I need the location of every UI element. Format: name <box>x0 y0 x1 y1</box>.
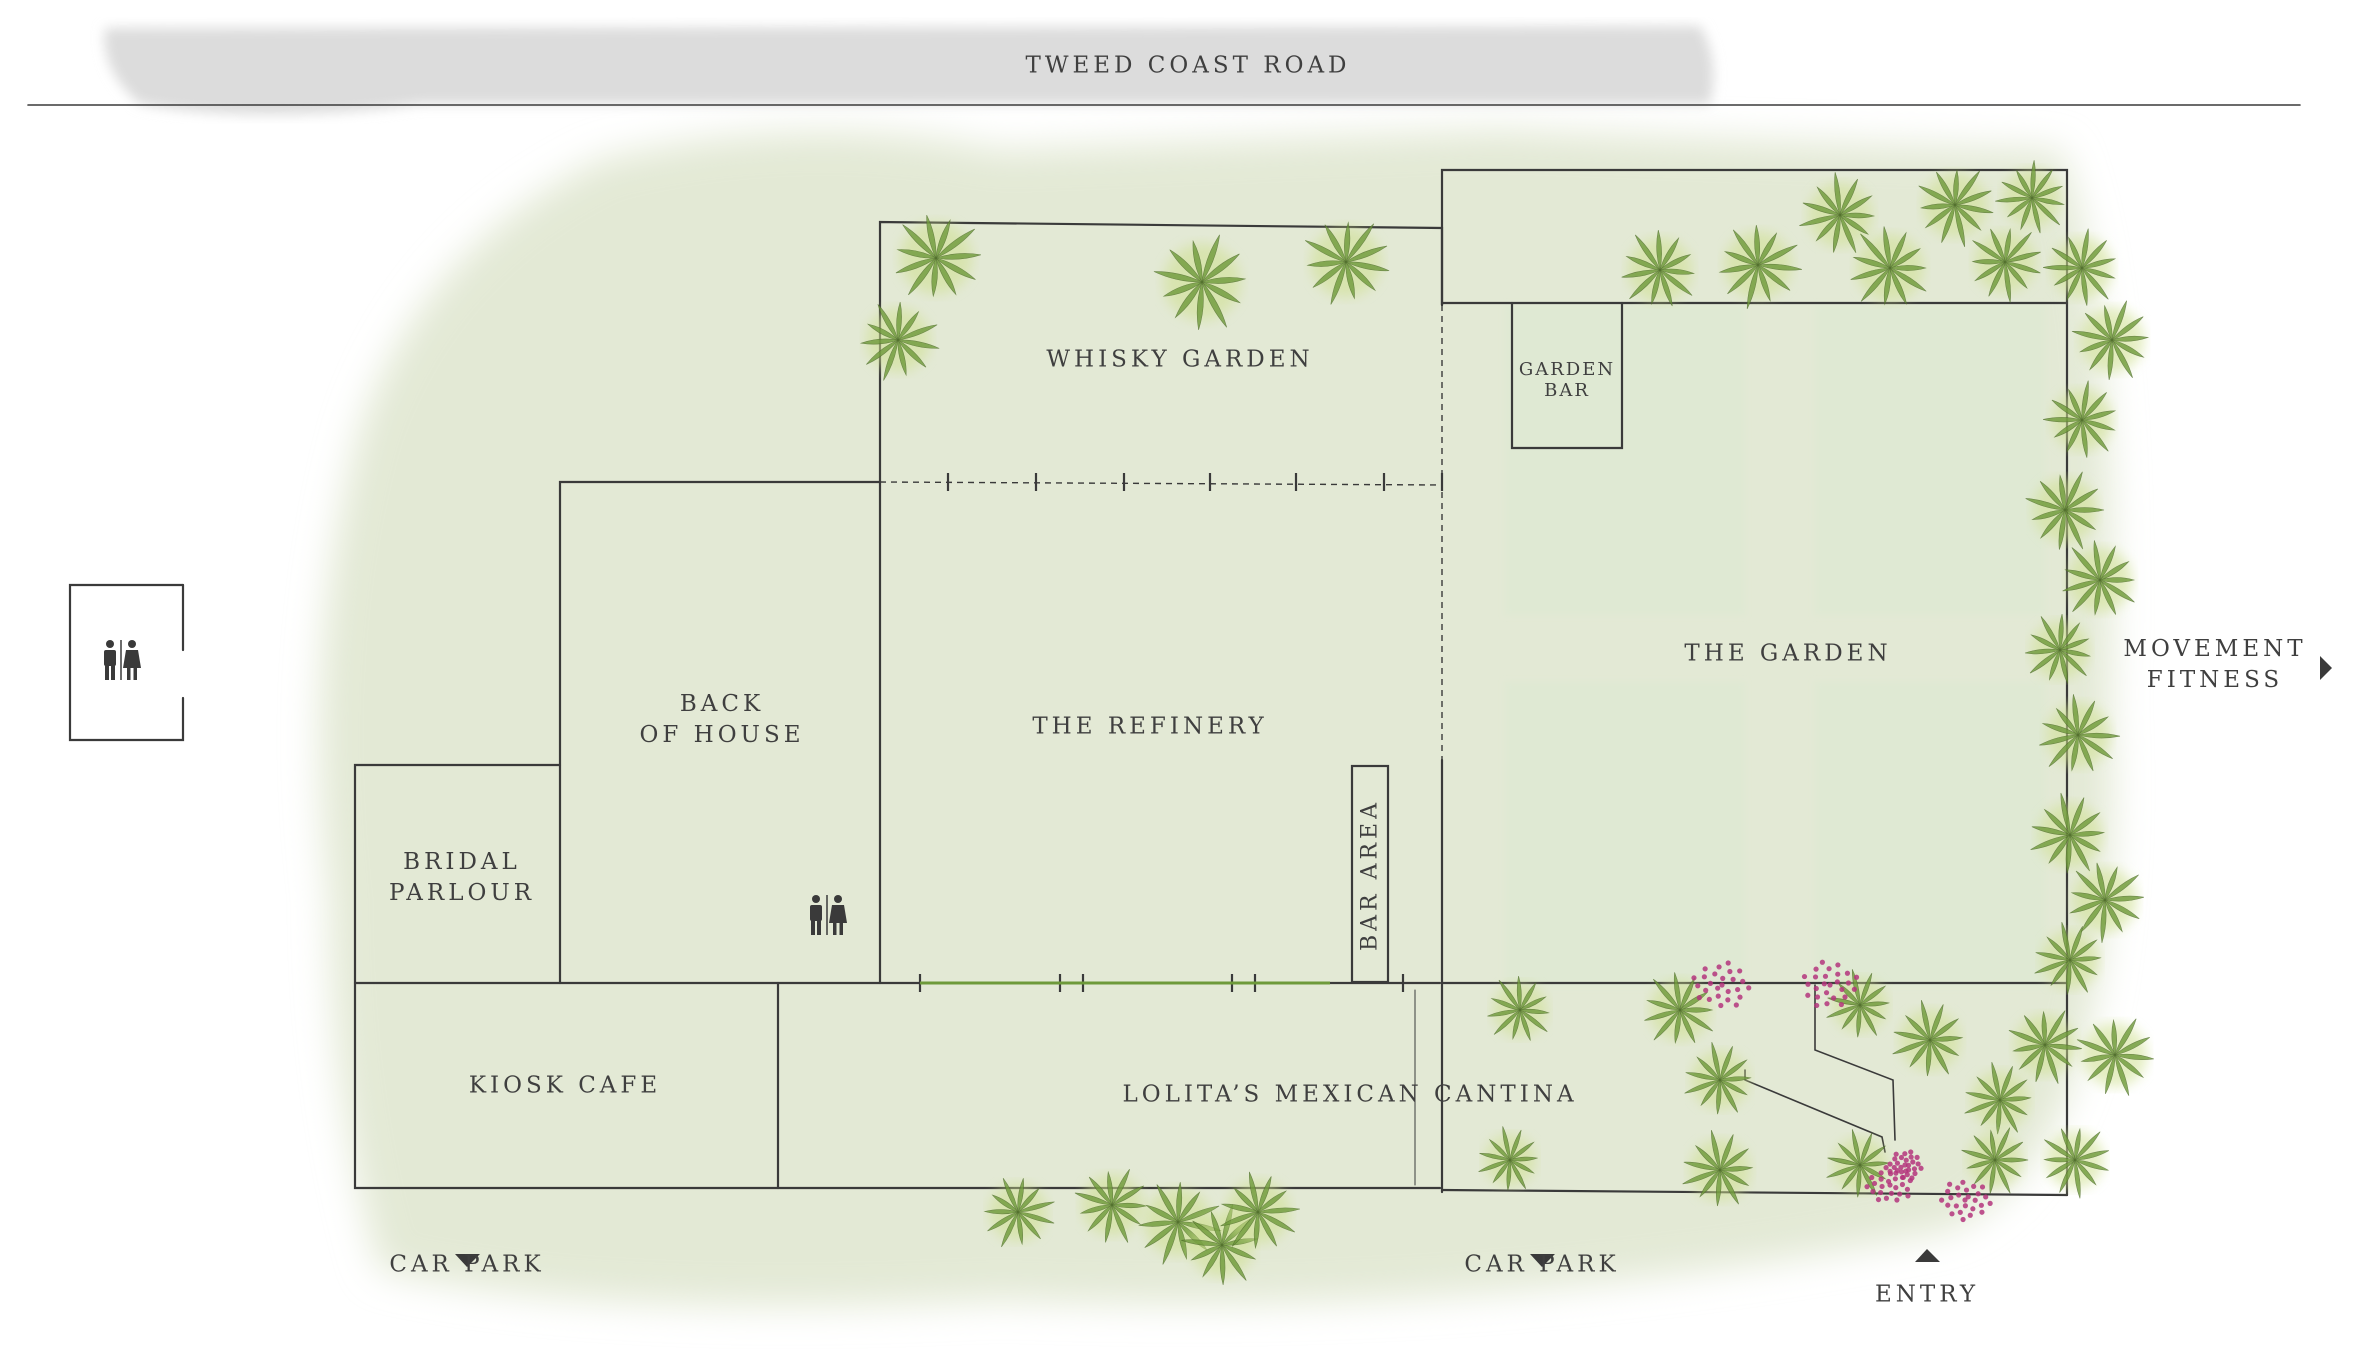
palm-plant-icon <box>2076 1018 2154 1096</box>
restroom-icon <box>810 895 847 935</box>
flower-icon <box>1691 960 1752 1009</box>
palm-plant-icon <box>1961 1127 2029 1194</box>
arrow-down-icon <box>1530 1254 1555 1267</box>
flower-icon <box>1887 1149 1924 1181</box>
area-the-garden: THE GARDEN <box>1684 640 1892 667</box>
area-lolitas-cantina: LOLITA’S MEXICAN CANTINA <box>1122 1081 1578 1108</box>
flower-icon <box>1939 1179 1993 1223</box>
palm-plant-icon <box>1918 168 1994 248</box>
palm-plant-icon <box>2034 922 2102 995</box>
palm-plant-icon <box>2024 613 2092 684</box>
palm-plant-icon <box>2071 300 2150 380</box>
movement-fitness-label: MOVEMENT FITNESS <box>2123 636 2307 693</box>
road-wash <box>104 26 1714 115</box>
palm-plant-icon <box>1850 226 1927 306</box>
palm-plant-icon <box>1718 225 1802 309</box>
car-park-right-label: CAR PARK <box>1464 1251 1620 1278</box>
doorways <box>879 305 1443 760</box>
palm-plant-icon <box>983 1178 1055 1248</box>
palm-plant-icon <box>2008 1010 2082 1084</box>
palm-plant-icon <box>1971 228 2041 303</box>
palm-plant-icon <box>895 214 981 298</box>
garden-bed-4 <box>1815 682 2045 987</box>
palm-plant-icon <box>1478 1126 1539 1191</box>
palm-plant-icon <box>1799 172 1876 253</box>
palm-plant-icon <box>2042 228 2117 306</box>
door-ticks <box>918 473 1444 992</box>
palm-plant-icon <box>1826 969 1890 1038</box>
palm-plant-icon <box>1684 1042 1752 1115</box>
palm-plant-icon <box>1964 1062 2032 1135</box>
palm-plant-icon <box>1153 234 1247 330</box>
garden-bed-3 <box>1505 682 1745 987</box>
arrow-up-icon <box>1915 1249 1940 1262</box>
restroom-icon <box>104 640 141 680</box>
garden-bed-2 <box>1815 305 2045 615</box>
arrow-right-icon <box>2320 656 2332 680</box>
arrow-down-icon <box>455 1254 480 1267</box>
palm-plant-icon <box>1304 221 1390 305</box>
palm-plant-icon <box>2069 862 2144 943</box>
road-label: TWEED COAST ROAD <box>1025 52 1351 79</box>
car-park-left-label: CAR PARK <box>389 1251 545 1278</box>
palm-plant-icon <box>1487 975 1550 1041</box>
palm-plant-icon <box>2025 471 2105 550</box>
palm-plants <box>859 160 2154 1286</box>
flower-beds <box>1691 959 1993 1223</box>
area-kiosk-cafe: KIOSK CAFE <box>468 1072 662 1099</box>
palm-plant-icon <box>1995 160 2065 234</box>
palm-plant-icon <box>859 301 940 381</box>
palm-plant-icon <box>2042 380 2117 458</box>
palm-plant-icon <box>2043 1127 2109 1199</box>
flower-icon <box>1801 959 1860 1009</box>
area-the-refinery: THE REFINERY <box>1032 713 1268 740</box>
floor-plan-walls <box>27 104 2301 1197</box>
palm-plant-icon <box>1644 972 1714 1045</box>
palm-plant-icon <box>1074 1169 1148 1243</box>
area-bridal-parlour: BRIDAL PARLOUR <box>388 849 536 906</box>
area-bar-area: BAR AREA <box>1357 798 1383 952</box>
garden-beds <box>1505 305 2045 987</box>
palm-plant-icon <box>1621 229 1695 307</box>
area-back-of-house: BACK OF HOUSE <box>639 691 805 748</box>
palm-plant-icon <box>2062 540 2136 616</box>
garden-bed-1 <box>1505 305 1745 615</box>
palm-plant-icon <box>2039 694 2121 772</box>
area-garden-bar: GARDEN BAR <box>1518 359 1616 401</box>
palm-plant-icon <box>2030 792 2106 873</box>
entry-label: ENTRY <box>1874 1281 1980 1308</box>
palm-plant-icon <box>1682 1129 1754 1207</box>
area-whisky-garden: WHISKY GARDEN <box>1046 346 1314 373</box>
palm-plant-icon <box>1892 999 1964 1077</box>
palm-plant-icon <box>1220 1171 1300 1250</box>
